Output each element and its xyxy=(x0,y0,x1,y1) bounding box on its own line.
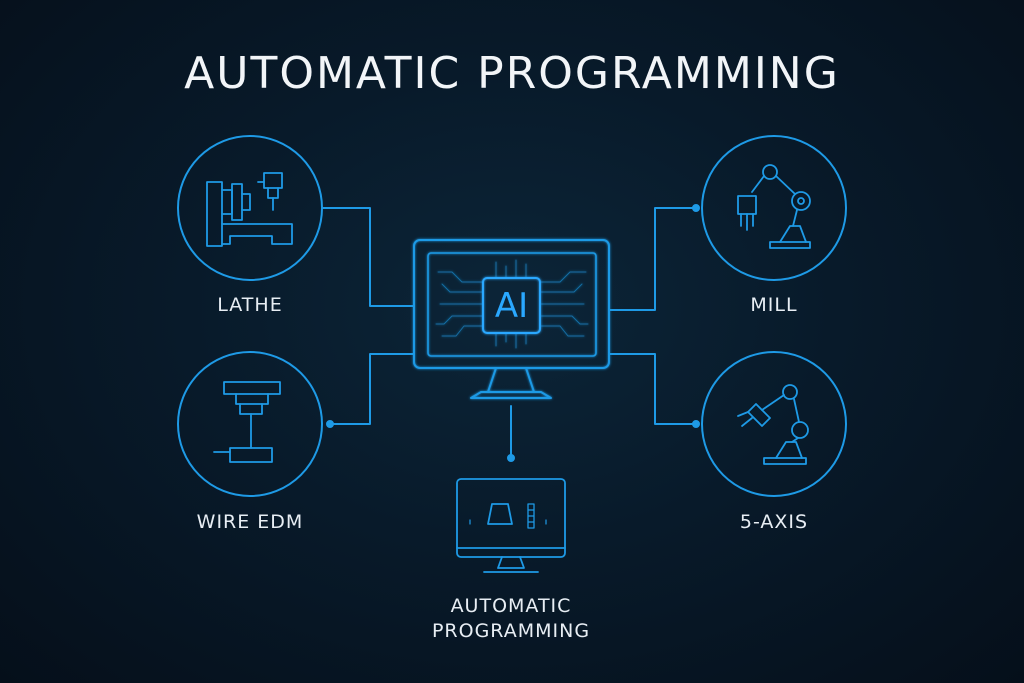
wire-edm-node[interactable] xyxy=(177,351,323,497)
ai-monitor-icon xyxy=(413,239,610,399)
wire-edm-icon xyxy=(213,381,281,463)
mill-node[interactable] xyxy=(701,135,847,281)
lathe-label: LATHE xyxy=(217,294,283,316)
output-label-line2: PROGRAMMING xyxy=(431,620,591,642)
connector-lines xyxy=(321,204,700,462)
wire-edm-label: WIRE EDM xyxy=(196,511,304,533)
five-axis-node[interactable] xyxy=(701,351,847,497)
output-label-line1: AUTOMATIC xyxy=(450,595,572,617)
lathe-node[interactable] xyxy=(177,135,323,281)
ai-badge: AI xyxy=(495,286,528,326)
mill-label: MILL xyxy=(750,294,798,316)
cam-monitor-icon[interactable] xyxy=(456,478,566,573)
output-label: AUTOMATIC PROGRAMMING xyxy=(411,594,611,644)
connector-wire-edm xyxy=(329,353,415,425)
page-title: AUTOMATIC PROGRAMMING xyxy=(184,48,840,99)
connector-five-axis xyxy=(608,353,697,425)
connector-mill xyxy=(608,207,697,311)
robot-arm-mill-icon xyxy=(737,164,811,249)
five-axis-label: 5-AXIS xyxy=(739,511,809,533)
robot-arm-5-axis-icon xyxy=(737,384,809,465)
lathe-machine-icon xyxy=(206,172,293,247)
connector-lathe xyxy=(321,207,415,307)
